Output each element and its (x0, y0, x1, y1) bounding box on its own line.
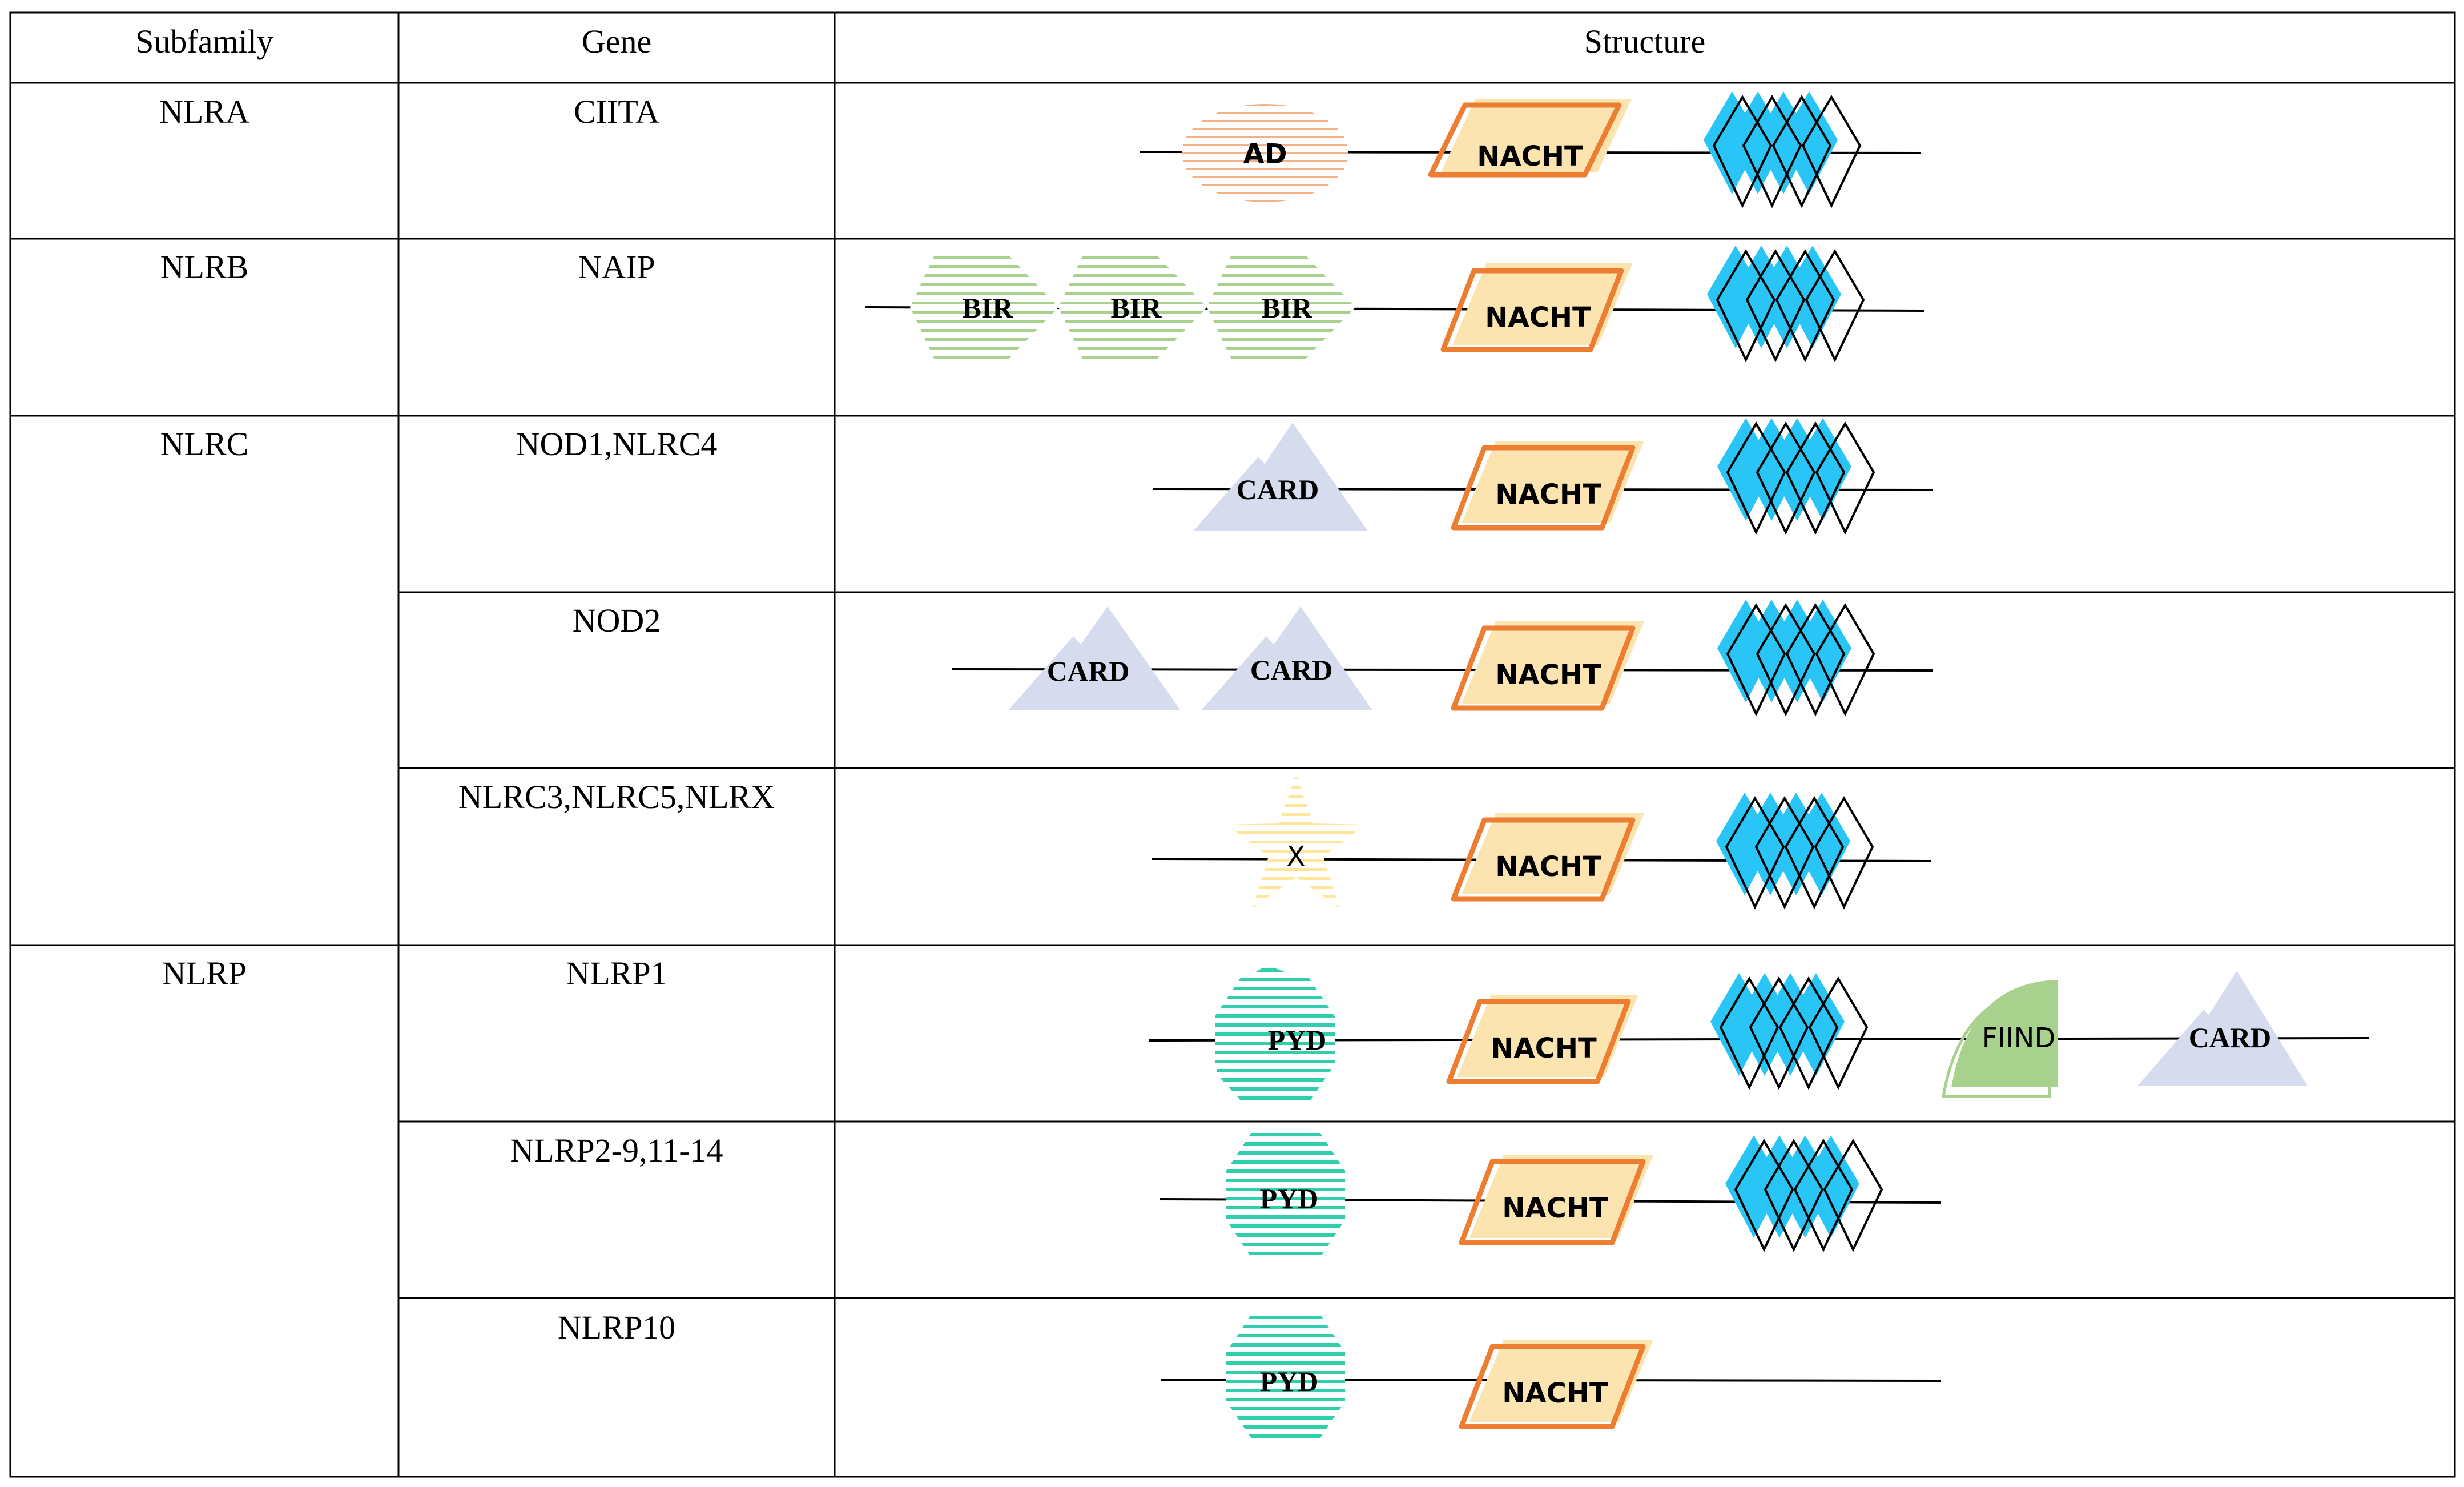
bir-label-3: BIR (1262, 292, 1313, 324)
structure-naip: BIR BIR BIR NACHT (865, 244, 1925, 363)
structure-nod1-nlrc4: CARD NACHT (1153, 417, 1934, 533)
subfamily-nlrp: NLRP (162, 955, 247, 992)
nacht-label: NACHT (1502, 1192, 1608, 1224)
x-domain (1226, 774, 1366, 908)
lrr-domain (1716, 598, 1875, 715)
card-label-1: CARD (1047, 655, 1129, 687)
pyd-label: PYD (1260, 1183, 1319, 1215)
structure-nlrp1: PYD NACHT FIIND CARD (1148, 965, 2370, 1104)
nacht-label: NACHT (1491, 1032, 1597, 1064)
table-grid (9, 11, 2456, 1478)
nacht-domain (1469, 1155, 1653, 1238)
gene-naip: NAIP (578, 248, 655, 286)
nacht-label: NACHT (1495, 479, 1601, 511)
subfamily-nlrb: NLRB (160, 248, 249, 286)
structure-nlrp2-9-11-14: PYD NACHT (1159, 1131, 1942, 1260)
nacht-domain (1457, 995, 1638, 1077)
card-label: CARD (1237, 473, 1319, 505)
nacht-label: NACHT (1485, 302, 1591, 333)
nacht-domain (1441, 99, 1632, 172)
nacht-label: NACHT (1495, 851, 1601, 883)
header-structure: Structure (1584, 23, 1706, 60)
structure-nlrp10: PYD NACHT (1161, 1312, 1942, 1440)
structure-nod2: CARD CARD NACHT (952, 598, 1934, 715)
ad-label: AD (1243, 138, 1287, 170)
nacht-domain (1462, 621, 1644, 704)
card-label: CARD (2189, 1022, 2271, 1054)
x-label: X (1287, 841, 1306, 873)
pyd-label: PYD (1268, 1024, 1327, 1056)
pyd-label: PYD (1260, 1365, 1319, 1397)
lrr-domain (1709, 972, 1868, 1088)
nacht-domain (1462, 813, 1644, 894)
fiind-label: FIIND (1982, 1022, 2056, 1054)
gene-ciita: CIITA (574, 93, 659, 130)
nacht-domain (1462, 441, 1644, 523)
gene-nlrp1: NLRP1 (566, 955, 667, 992)
nacht-label: NACHT (1477, 140, 1583, 172)
subfamily-nlra: NLRA (159, 93, 249, 130)
lrr-domain (1715, 791, 1874, 908)
header-gene: Gene (582, 23, 651, 60)
bir-domain-2 (1058, 251, 1207, 363)
header-subfamily: Subfamily (135, 23, 273, 60)
ad-domain (1182, 104, 1348, 202)
bir-label-2: BIR (1111, 292, 1162, 324)
gene-nod1-nlrc4: NOD1,NLRC4 (516, 425, 718, 463)
gene-nlrc3-nlrc5-nlrx: NLRC3,NLRC5,NLRX (458, 778, 775, 815)
lrr-domain (1716, 417, 1875, 533)
gene-nod2: NOD2 (573, 602, 661, 639)
structure-nlrc3-nlrc5-nlrx: X NACHT (1152, 774, 1931, 908)
lrr-domain (1702, 90, 1861, 207)
nacht-label: NACHT (1502, 1377, 1608, 1409)
card-label-2: CARD (1250, 654, 1332, 686)
bir-label-1: BIR (963, 292, 1014, 324)
gene-nlrp10: NLRP10 (558, 1309, 675, 1346)
pyd-domain (1226, 1312, 1345, 1440)
subfamily-nlrc: NLRC (160, 425, 249, 463)
nacht-domain (1452, 263, 1633, 345)
gene-nlrp2-9-11-14: NLRP2-9,11-14 (510, 1132, 723, 1169)
bir-domain-1 (910, 251, 1058, 363)
fiind-domain (1951, 980, 2058, 1087)
bir-domain-3 (1207, 251, 1355, 363)
lrr-domain (1706, 244, 1865, 361)
nacht-domain (1469, 1340, 1653, 1422)
lrr-domain (1724, 1134, 1883, 1251)
pyd-domain (1226, 1131, 1345, 1260)
nacht-label: NACHT (1495, 659, 1601, 691)
structure-ciita: AD NACHT (1139, 90, 1921, 207)
